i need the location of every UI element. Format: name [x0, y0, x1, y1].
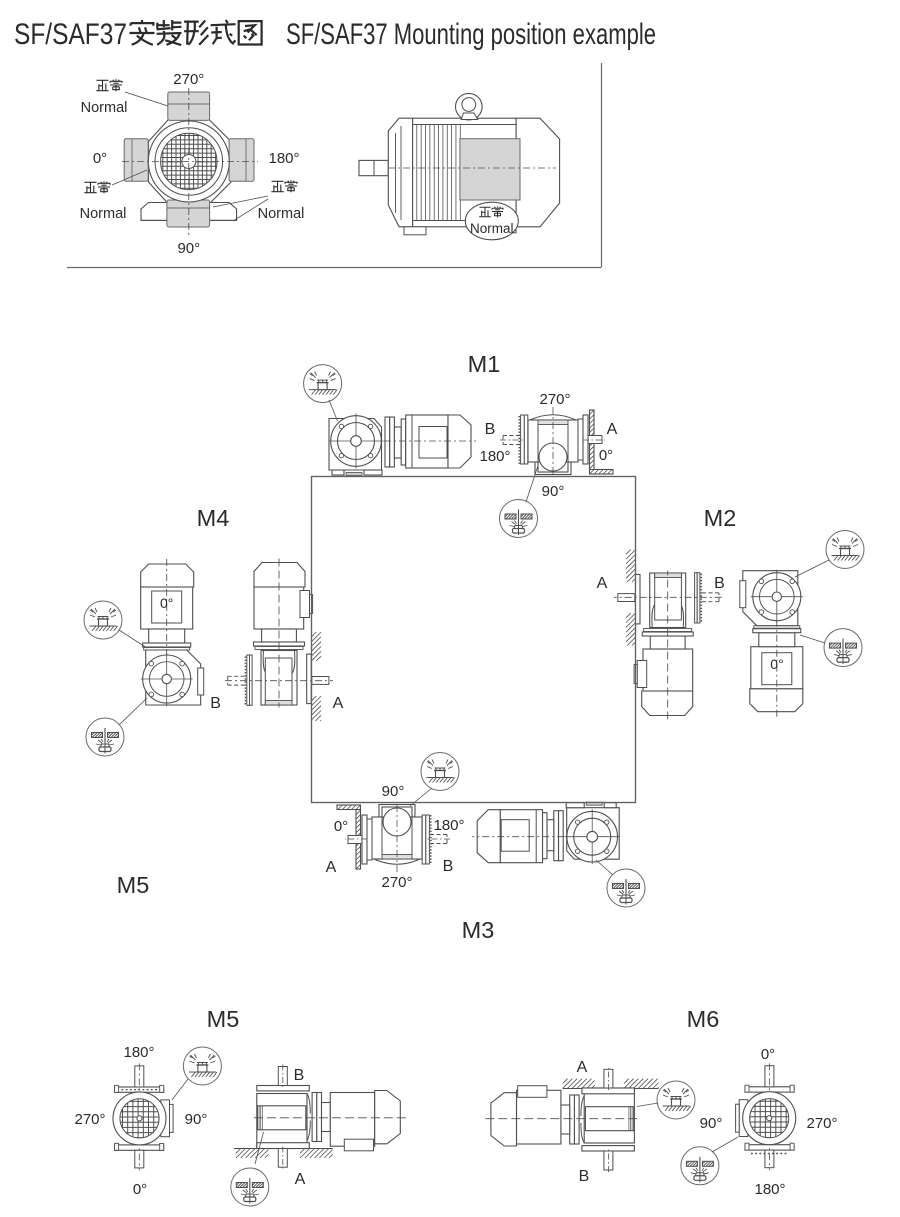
- svg-text:0°: 0°: [770, 656, 783, 672]
- svg-text:A: A: [326, 859, 337, 876]
- svg-text:270°: 270°: [539, 391, 570, 408]
- svg-text:A: A: [295, 1171, 306, 1188]
- svg-text:M4: M4: [197, 505, 230, 531]
- svg-text:180°: 180°: [123, 1044, 154, 1061]
- svg-text:180°: 180°: [433, 817, 464, 834]
- svg-text:A: A: [577, 1059, 588, 1076]
- svg-text:90°: 90°: [382, 783, 405, 800]
- svg-text:SF/SAF37 Mounting position exa: SF/SAF37 Mounting position example: [286, 18, 656, 51]
- svg-text:B: B: [443, 858, 454, 875]
- svg-text:M2: M2: [704, 505, 737, 531]
- svg-text:180°: 180°: [268, 150, 299, 167]
- svg-text:B: B: [485, 421, 496, 438]
- svg-text:0°: 0°: [599, 447, 613, 464]
- svg-text:B: B: [294, 1067, 305, 1084]
- svg-text:M5: M5: [117, 872, 150, 898]
- svg-text:A: A: [607, 421, 618, 438]
- svg-text:0°: 0°: [133, 1181, 147, 1198]
- svg-text:270°: 270°: [173, 71, 204, 88]
- svg-text:270°: 270°: [806, 1115, 837, 1132]
- svg-text:B: B: [210, 695, 221, 712]
- svg-text:180°: 180°: [479, 448, 510, 465]
- svg-text:0°: 0°: [93, 150, 107, 167]
- svg-text:180°: 180°: [754, 1181, 785, 1198]
- svg-text:M5: M5: [207, 1006, 240, 1032]
- svg-text:M6: M6: [687, 1006, 720, 1032]
- svg-text:270°: 270°: [381, 874, 412, 891]
- svg-text:0°: 0°: [761, 1046, 775, 1063]
- svg-text:SF/SAF37: SF/SAF37: [14, 18, 127, 51]
- svg-text:Normal: Normal: [81, 100, 128, 116]
- svg-text:Normal: Normal: [470, 221, 514, 236]
- svg-text:0°: 0°: [334, 818, 348, 835]
- svg-text:B: B: [579, 1168, 590, 1185]
- svg-text:0°: 0°: [160, 595, 173, 611]
- svg-text:90°: 90°: [185, 1111, 208, 1128]
- svg-text:90°: 90°: [700, 1115, 723, 1132]
- svg-text:A: A: [333, 695, 344, 712]
- svg-text:270°: 270°: [74, 1111, 105, 1128]
- svg-text:Normal: Normal: [258, 206, 305, 222]
- svg-text:A: A: [597, 575, 608, 592]
- svg-text:B: B: [714, 575, 725, 592]
- svg-text:M3: M3: [462, 917, 495, 943]
- svg-text:M1: M1: [468, 351, 501, 377]
- svg-text:Normal: Normal: [80, 206, 127, 222]
- svg-text:90°: 90°: [542, 483, 565, 500]
- svg-text:90°: 90°: [177, 240, 200, 257]
